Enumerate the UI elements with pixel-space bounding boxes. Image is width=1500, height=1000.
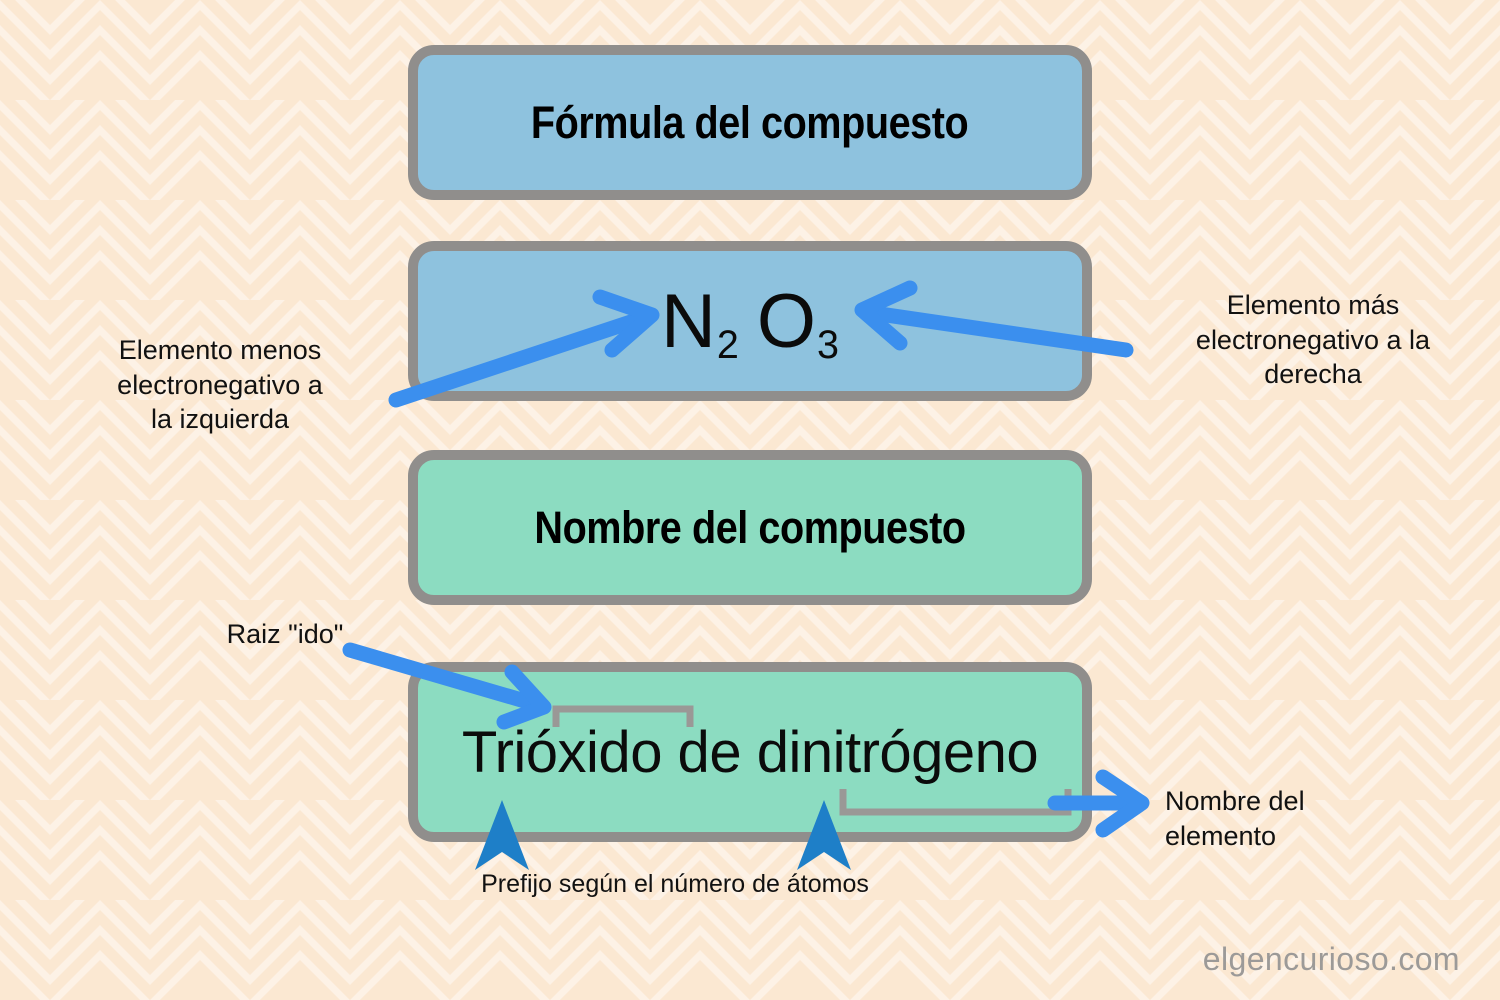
note-prefix-label: Prefijo según el número de átomos — [481, 870, 869, 898]
name-heading-box: Nombre del compuesto — [408, 450, 1092, 605]
formula-element-right: O — [756, 278, 817, 364]
note-right-electronegativity: Elemento más electronegativo a la derech… — [1195, 290, 1431, 390]
formula-subscript-right: 3 — [817, 323, 839, 368]
formula-heading-label: Fórmula del compuesto — [531, 96, 969, 148]
formula-heading-box: Fórmula del compuesto — [408, 45, 1092, 200]
formula-element-left: N — [661, 278, 717, 364]
formula-subscript-left: 2 — [716, 323, 739, 368]
note-left-electronegativity: Elemento menos electronegativo a la izqu… — [117, 335, 323, 435]
note-root-label: Raiz "ido" — [226, 619, 344, 649]
note-element-name: Nombre del elemento — [1165, 786, 1305, 851]
watermark: elgencurioso.com — [1202, 941, 1460, 977]
compound-name-label: Trióxido de dinitrógeno — [461, 719, 1039, 785]
name-heading-label: Nombre del compuesto — [534, 501, 966, 553]
name-value-box: Trióxido de dinitrógeno — [408, 662, 1092, 842]
